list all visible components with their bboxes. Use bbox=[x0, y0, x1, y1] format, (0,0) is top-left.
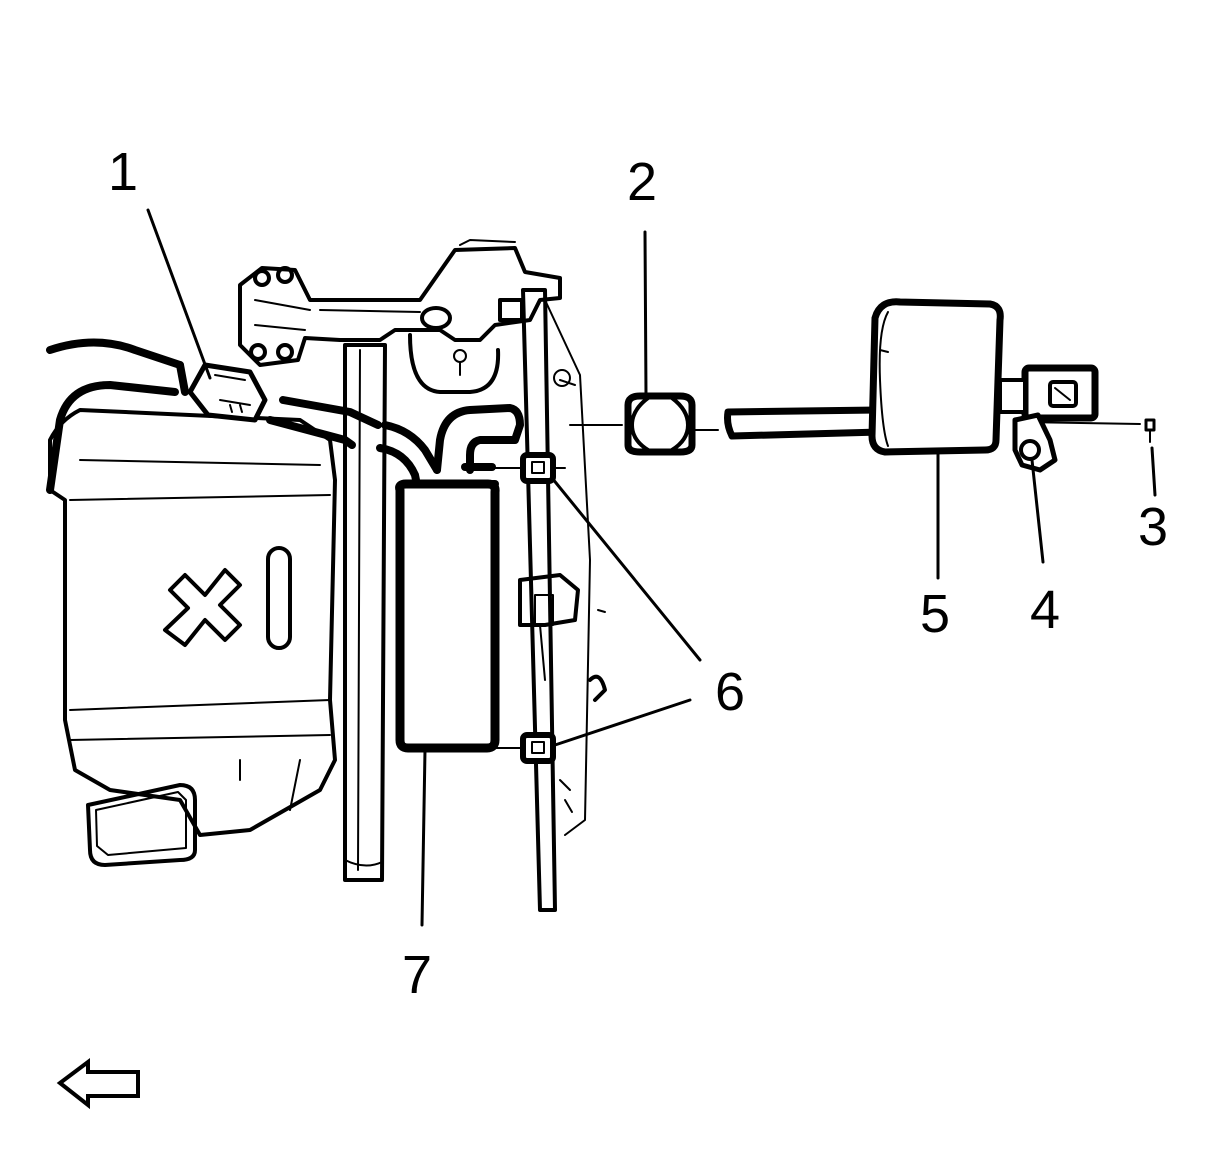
callout-4: 4 bbox=[1030, 580, 1060, 640]
callout-5: 5 bbox=[920, 584, 950, 644]
exhaust-coupler bbox=[624, 392, 696, 456]
rear-suspension-bracket bbox=[238, 239, 562, 394]
heat-shield-plate bbox=[86, 783, 197, 867]
resonator bbox=[395, 463, 500, 753]
exhaust-clamp bbox=[187, 362, 268, 423]
resonator-inlet-pipe bbox=[433, 404, 524, 474]
leader-6b bbox=[553, 698, 692, 747]
leader-7 bbox=[420, 748, 427, 927]
exhaust-insulator-lower bbox=[520, 732, 556, 764]
muffler-hanger-bracket bbox=[998, 364, 1141, 425]
callout-2: 2 bbox=[627, 152, 657, 212]
bolt bbox=[1144, 418, 1156, 443]
leader-1 bbox=[146, 208, 212, 380]
fuel-tank bbox=[48, 408, 337, 837]
callout-7: 7 bbox=[402, 945, 432, 1005]
frame-rail bbox=[518, 288, 607, 912]
exhaust-insulator-upper bbox=[520, 452, 556, 484]
leader-3 bbox=[1150, 446, 1157, 497]
callout-3: 3 bbox=[1138, 497, 1168, 557]
leader-2 bbox=[643, 230, 648, 398]
callout-6: 6 bbox=[715, 662, 745, 722]
callout-1: 1 bbox=[108, 142, 138, 202]
leader-4 bbox=[1030, 458, 1045, 564]
arrow-left-icon bbox=[56, 1058, 140, 1110]
leader-6a bbox=[550, 476, 702, 662]
frame-post bbox=[343, 343, 387, 882]
muffler bbox=[724, 298, 1004, 456]
muffler-insulator bbox=[1012, 412, 1058, 473]
